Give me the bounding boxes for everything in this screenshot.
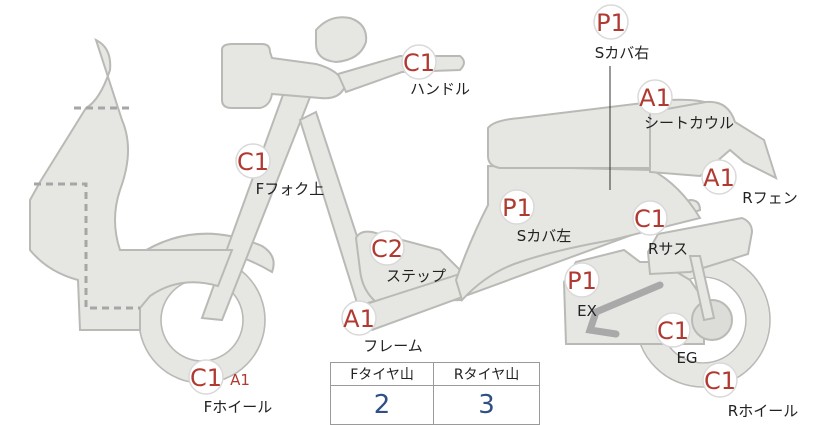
label-exhaust: EX (577, 302, 597, 320)
label-seat-cowl: シートカウル (644, 114, 734, 132)
label-handle: ハンドル (410, 80, 470, 98)
badge-r-fender: A1 (701, 159, 737, 195)
badge-seat-cowl: A1 (637, 79, 673, 115)
svg-text:P1: P1 (502, 194, 532, 222)
svg-text:P1: P1 (596, 9, 626, 37)
svg-text:C1: C1 (657, 317, 689, 345)
exhaust-pipe (585, 281, 664, 338)
label-r-wheel: Rホイール (728, 402, 798, 420)
label-f-fork-upper: Fフォク上 (256, 180, 325, 198)
label-f-wheel: Fホイール (204, 398, 273, 416)
label-frame: フレーム (363, 337, 423, 355)
label-s-cover-left: Sカバ左 (517, 227, 572, 245)
svg-text:P1: P1 (567, 267, 597, 295)
f-tire-tread-value: 2 (329, 385, 435, 425)
svg-text:C1: C1 (190, 364, 222, 392)
suspension-strut (688, 255, 716, 322)
badge-handle: C1 (401, 44, 437, 80)
svg-text:C2: C2 (371, 235, 403, 263)
rear-suspension (646, 216, 754, 276)
badge-frame: A1 (341, 300, 377, 336)
label-r-fender: Rフェン (742, 189, 797, 207)
label-s-cover-right: Sカバ右 (595, 44, 650, 62)
svg-text:A1: A1 (703, 164, 735, 192)
badge-r-wheel: C1 (702, 362, 738, 398)
svg-text:C1: C1 (704, 367, 736, 395)
svg-text:A1: A1 (639, 84, 671, 112)
badge-s-cover-right: P1 (593, 4, 629, 40)
badge-f-fork-upper: C1 (235, 143, 271, 179)
svg-text:C1: C1 (403, 49, 435, 77)
badge-r-suspension: C1 (632, 200, 668, 236)
svg-text:A1: A1 (343, 305, 375, 333)
badge-engine: C1 (655, 312, 691, 348)
label-step: ステップ (386, 267, 446, 285)
label-engine: EG (676, 349, 697, 367)
seat-cowl (649, 100, 778, 180)
badge-step: C2 (369, 230, 405, 266)
badge-f-wheel-secondary: A1 (230, 371, 250, 389)
f-tire-tread-header: Fタイヤ山 (329, 362, 435, 386)
badge-exhaust: P1 (564, 262, 600, 298)
r-tire-tread-header: Rタイヤ山 (433, 362, 540, 386)
tire-tread-table: Fタイヤ山 Rタイヤ山 2 3 (329, 362, 540, 425)
badge-f-wheel: C1 A1 (188, 359, 250, 395)
label-r-suspension: Rサス (648, 240, 688, 258)
svg-text:C1: C1 (634, 205, 666, 233)
r-tire-tread-value: 3 (433, 385, 540, 425)
front-body-seam-b (34, 182, 140, 310)
mirror (315, 16, 368, 64)
badge-s-cover-left: P1 (499, 189, 535, 225)
svg-text:C1: C1 (237, 148, 269, 176)
